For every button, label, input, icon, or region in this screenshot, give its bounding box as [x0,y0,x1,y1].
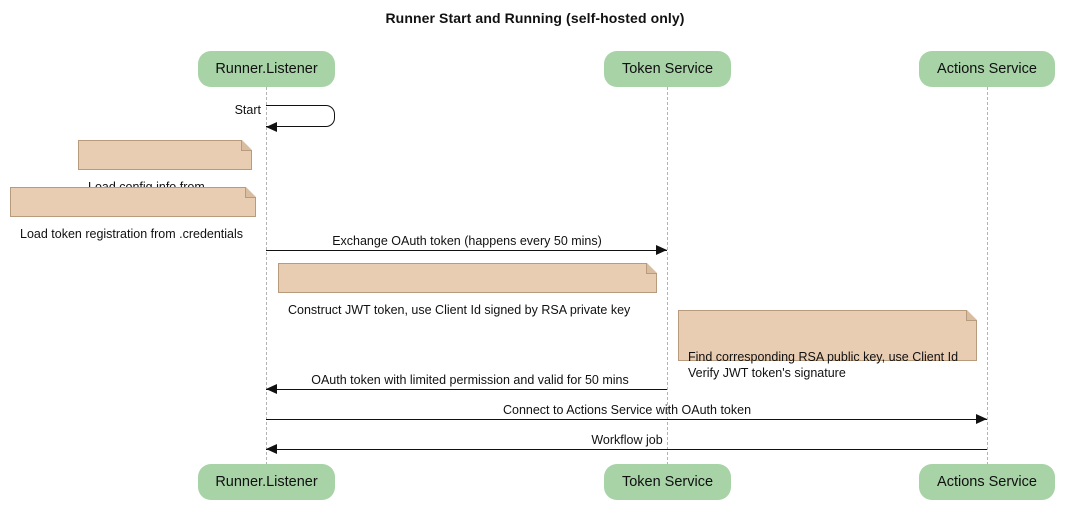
note-text: Find corresponding RSA public key, use C… [688,350,959,380]
lifeline-actions [987,87,988,465]
diagram-title: Runner Start and Running (self-hosted on… [385,10,685,26]
note-fold-icon [966,309,978,321]
message-start-arrowhead [266,122,277,132]
participant-label: Token Service [621,61,714,77]
participant-token-top[interactable]: Token Service [604,51,731,87]
participant-runner-top[interactable]: Runner.Listener [198,51,335,87]
note-fold-icon [241,139,253,151]
message-connect-line [266,419,987,420]
message-exchange-arrowhead [656,245,667,255]
note-fold-icon [646,262,658,274]
participant-token-bottom[interactable]: Token Service [604,464,731,500]
message-connect-arrowhead [976,414,987,424]
participant-actions-bottom[interactable]: Actions Service [919,464,1055,500]
note-text: Construct JWT token, use Client Id signe… [288,303,631,317]
lifeline-runner [266,87,267,465]
message-connect-label: Connect to Actions Service with OAuth to… [502,403,752,417]
message-start-label: Start [234,103,261,117]
note-text: Load token registration from .credential… [20,227,244,241]
message-exchange-line [266,250,667,251]
note-construct-jwt: Construct JWT token, use Client Id signe… [278,262,658,317]
lifeline-token [667,87,668,465]
participant-label: Actions Service [937,61,1037,77]
message-start-selfloop [266,105,335,127]
participant-runner-bottom[interactable]: Runner.Listener [198,464,335,500]
message-workflow-job-line [266,449,987,450]
participant-label: Token Service [621,474,714,490]
participant-label: Actions Service [937,474,1037,490]
participant-label: Runner.Listener [215,61,318,77]
message-oauth-return-arrowhead [266,384,277,394]
message-workflow-job-arrowhead [266,444,277,454]
participant-label: Runner.Listener [215,474,318,490]
message-oauth-return-label: OAuth token with limited permission and … [311,373,629,387]
message-exchange-label: Exchange OAuth token (happens every 50 m… [332,234,602,248]
note-load-config: Load config info from .runner [78,139,253,210]
note-fold-icon [245,186,257,198]
note-verify-jwt: Find corresponding RSA public key, use C… [678,309,978,380]
note-load-credentials: Load token registration from .credential… [10,186,257,241]
message-oauth-return-line [266,389,667,390]
participant-actions-top[interactable]: Actions Service [919,51,1055,87]
message-workflow-job-label: Workflow job [591,433,663,447]
